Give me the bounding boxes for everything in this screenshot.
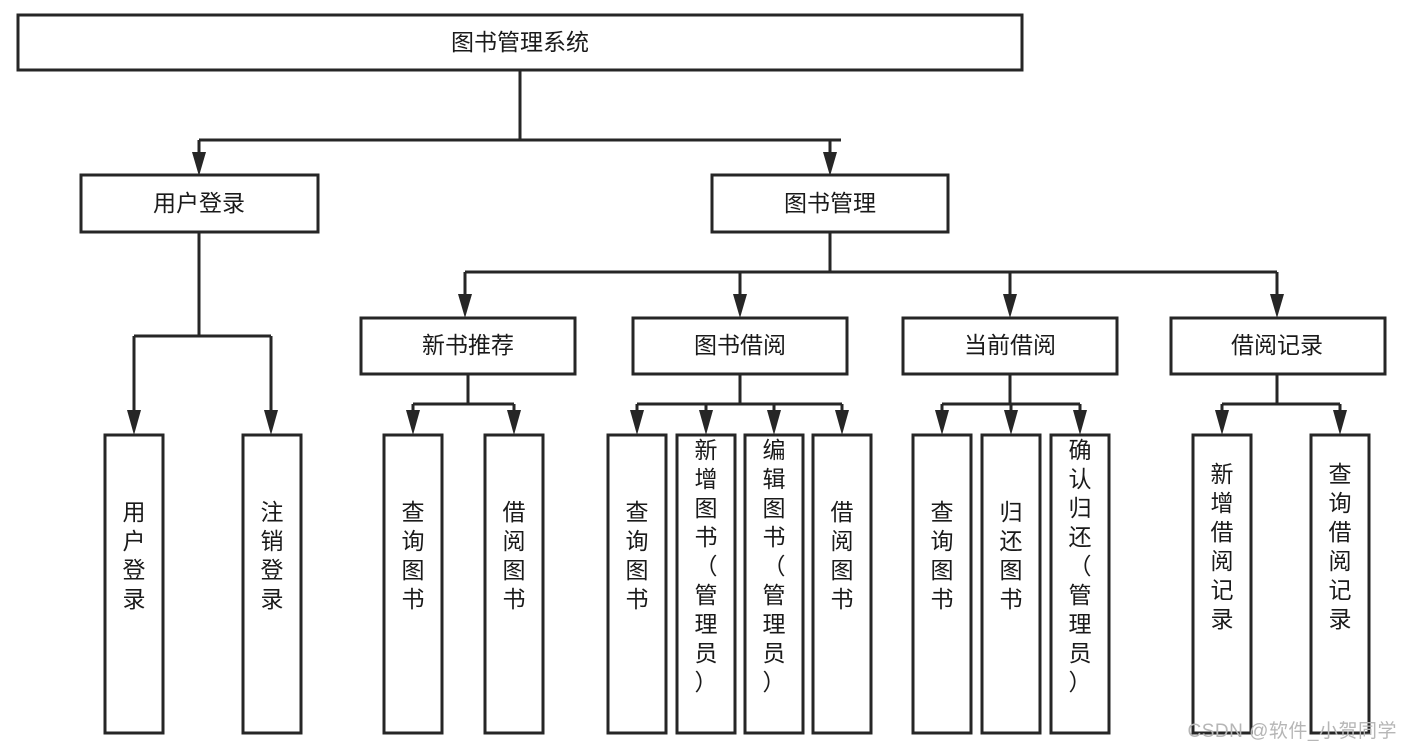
leaf-node-return-book[interactable]: 归还图书 <box>980 433 1042 735</box>
leaf-query-record-label: 查询借阅记录 <box>1329 461 1352 632</box>
node-new-book-recommend-label: 新书推荐 <box>422 332 514 358</box>
leaf-query-book-2-label: 查询图书 <box>626 499 649 612</box>
node-root-box[interactable] <box>16 13 1024 72</box>
node-root[interactable]: 图书管理系统 <box>16 13 1024 72</box>
leaf-query-book-1-box[interactable] <box>382 433 444 735</box>
leaf-node-borrow-book-2[interactable]: 借阅图书 <box>811 433 873 735</box>
leaf-add-book-label: 新增图书（管理员） <box>695 437 718 695</box>
node-book-management-label: 图书管理 <box>784 190 876 216</box>
leaf-logout-box[interactable] <box>241 433 303 735</box>
leaf-node-edit-book[interactable]: 编辑图书（管理员） <box>743 433 805 735</box>
leaf-node-query-book-2[interactable]: 查询图书 <box>606 433 668 735</box>
leaf-borrow-book-1-label: 借阅图书 <box>503 499 526 612</box>
connector-root-to-level2 <box>192 70 841 176</box>
leaf-query-book-3-label: 查询图书 <box>931 499 954 612</box>
node-current-borrow[interactable]: 当前借阅 <box>901 316 1119 376</box>
leaf-add-book-box[interactable] <box>675 433 737 735</box>
node-borrow-record[interactable]: 借阅记录 <box>1169 316 1387 376</box>
connector-book-management-to-level3 <box>458 232 1284 318</box>
leaf-node-add-book[interactable]: 新增图书（管理员） <box>675 433 737 735</box>
leaf-node-add-record[interactable]: 新增借阅记录 <box>1191 433 1253 735</box>
leaf-borrow-book-1-box[interactable] <box>483 433 545 735</box>
leaf-query-book-3-box[interactable] <box>911 433 973 735</box>
connector-current-borrow-to-leaves <box>935 374 1087 435</box>
leaf-node-borrow-book-1[interactable]: 借阅图书 <box>483 433 545 735</box>
connector-book-borrow-to-leaves <box>630 374 849 435</box>
leaf-node-query-book-1[interactable]: 查询图书 <box>382 433 444 735</box>
node-book-management-box[interactable] <box>710 173 950 234</box>
node-book-borrow-box[interactable] <box>631 316 849 376</box>
node-root-label: 图书管理系统 <box>451 29 589 55</box>
node-book-management[interactable]: 图书管理 <box>710 173 950 234</box>
connector-user-login-to-leaves <box>127 232 278 435</box>
node-new-book-recommend-box[interactable] <box>359 316 577 376</box>
leaf-borrow-book-2-box[interactable] <box>811 433 873 735</box>
node-user-login[interactable]: 用户登录 <box>79 173 320 234</box>
leaf-query-record-box[interactable] <box>1309 433 1371 735</box>
leaf-confirm-return-label: 确认归还（管理员） <box>1069 437 1092 695</box>
node-user-login-box[interactable] <box>79 173 320 234</box>
node-book-borrow[interactable]: 图书借阅 <box>631 316 849 376</box>
node-new-book-recommend[interactable]: 新书推荐 <box>359 316 577 376</box>
leaf-query-book-2-box[interactable] <box>606 433 668 735</box>
connector-new-book-recommend-to-leaves <box>406 374 521 435</box>
leaf-return-book-box[interactable] <box>980 433 1042 735</box>
node-current-borrow-box[interactable] <box>901 316 1119 376</box>
leaf-edit-book-box[interactable] <box>743 433 805 735</box>
leaf-user-login-label: 用户登录 <box>123 499 146 612</box>
node-current-borrow-label: 当前借阅 <box>964 332 1056 358</box>
leaf-query-book-1-label: 查询图书 <box>402 499 425 612</box>
leaf-node-logout[interactable]: 注销登录 <box>241 433 303 735</box>
connector-borrow-record-to-leaves <box>1215 374 1347 435</box>
leaf-node-query-book-3[interactable]: 查询图书 <box>911 433 973 735</box>
node-borrow-record-label: 借阅记录 <box>1231 332 1323 358</box>
leaf-node-user-login[interactable]: 用户登录 <box>103 433 165 735</box>
leaf-edit-book-label: 编辑图书（管理员） <box>763 437 786 695</box>
leaf-user-login-box[interactable] <box>103 433 165 735</box>
leaf-borrow-book-2-label: 借阅图书 <box>831 499 854 612</box>
leaf-confirm-return-box[interactable] <box>1049 433 1111 735</box>
leaf-logout-label: 注销登录 <box>261 499 284 612</box>
node-book-borrow-label: 图书借阅 <box>694 332 786 358</box>
leaf-add-record-box[interactable] <box>1191 433 1253 735</box>
leaf-add-record-label: 新增借阅记录 <box>1211 461 1234 632</box>
csdn-watermark: CSDN @软件_小贺同学 <box>1187 721 1397 742</box>
leaf-return-book-label: 归还图书 <box>1000 499 1023 612</box>
node-user-login-label: 用户登录 <box>153 190 245 216</box>
node-borrow-record-box[interactable] <box>1169 316 1387 376</box>
leaf-node-confirm-return[interactable]: 确认归还（管理员） <box>1049 433 1111 735</box>
leaf-node-query-record[interactable]: 查询借阅记录 <box>1309 433 1371 735</box>
